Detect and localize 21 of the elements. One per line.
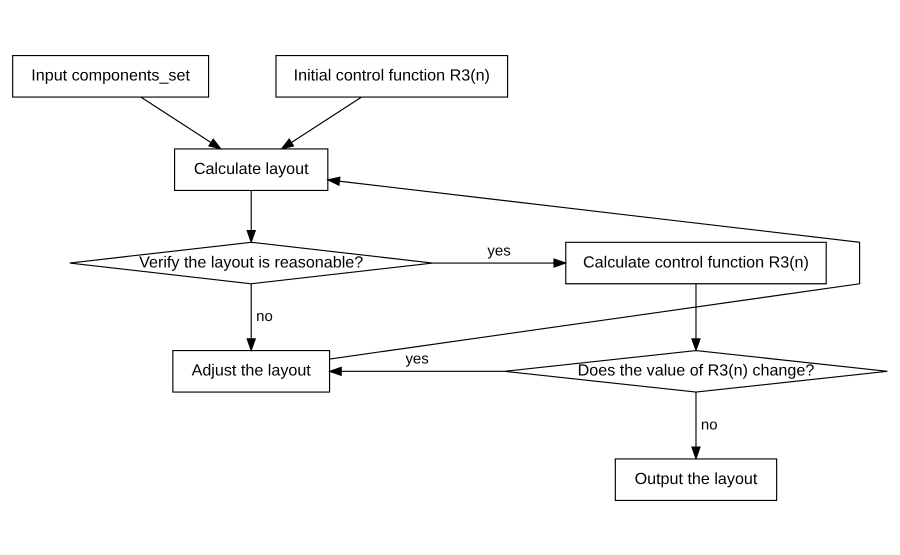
edge-label: yes bbox=[405, 350, 429, 368]
arrow bbox=[326, 176, 860, 360]
arrow bbox=[246, 284, 256, 352]
node-box: Initial control function R3(n) bbox=[275, 54, 508, 98]
node-box: Output the layout bbox=[614, 458, 778, 500]
arrow bbox=[140, 96, 222, 150]
arrow bbox=[246, 190, 256, 244]
arrow bbox=[691, 284, 701, 352]
arrow bbox=[691, 392, 701, 460]
node-diamond: Verify the layout is reasonable? bbox=[69, 241, 434, 284]
arrow bbox=[328, 366, 505, 376]
node-box: Adjust the layout bbox=[172, 350, 330, 392]
arrow bbox=[432, 258, 568, 268]
node-box: Calculate layout bbox=[174, 148, 328, 190]
edge-label: no bbox=[700, 416, 718, 433]
node-diamond: Does the value of R3(n) change? bbox=[504, 350, 888, 392]
node-box: Calculate control function R3(n) bbox=[565, 241, 827, 284]
node-box: Input components_set bbox=[12, 54, 210, 98]
arrow bbox=[280, 96, 362, 150]
edge-label: yes bbox=[487, 242, 511, 259]
edge-label: no bbox=[256, 308, 273, 325]
